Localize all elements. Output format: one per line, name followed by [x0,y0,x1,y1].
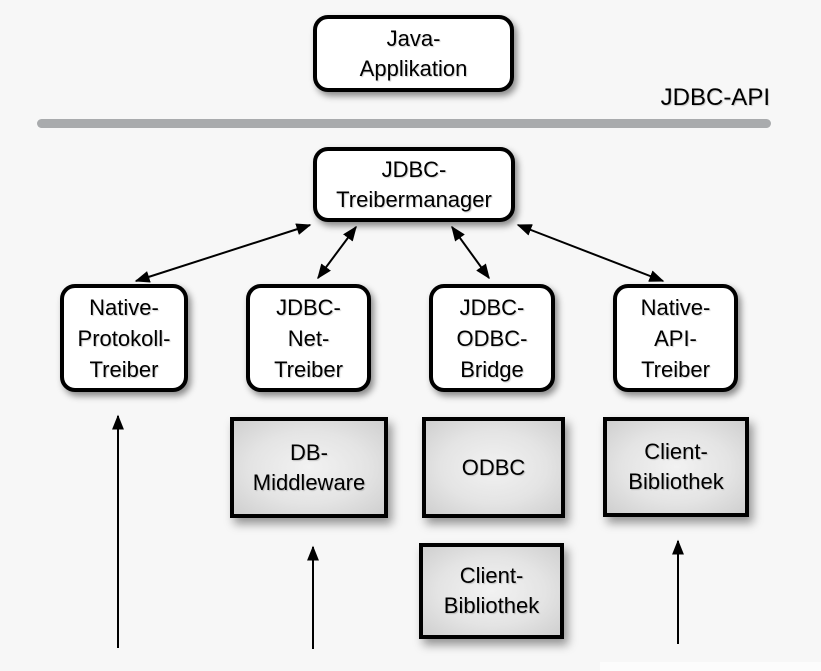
node-label: JDBC- Treibermanager [336,156,492,212]
node-label: ODBC [461,454,526,480]
partial-element-bottom-right [600,662,821,671]
arrow-treibermanager-native-protokoll [134,223,312,283]
node-label: Client- Bibliothek [628,439,724,494]
node-native-protokoll-treiber: Native- Protokoll- Treiber [60,284,188,392]
node-jdbc-odbc-bridge: JDBC- ODBC- Bridge [429,284,555,392]
node-label: Client- Bibliothek [443,563,540,618]
node-jdbc-treibermanager: JDBC- Treibermanager [313,147,515,222]
node-client-bibliothek-odbc: Client- Bibliothek [419,543,564,639]
node-label: Java- Applikation [359,25,468,81]
node-db-middleware: DB- Middleware [230,417,388,518]
node-java-applikation: Java- Applikation [313,15,514,92]
node-label: Native- Protokoll- Treiber [77,294,171,382]
jdbc-api-divider-line [37,119,771,128]
arrow-treibermanager-native-api [516,224,665,282]
node-label: DB- Middleware [252,439,366,495]
node-label: Native- API- Treiber [640,294,711,382]
arrow-treibermanager-jdbc-net [317,225,357,280]
node-client-bibliothek-native: Client- Bibliothek [603,417,749,517]
arrow-treibermanager-jdbc-odbc [451,225,490,280]
node-odbc: ODBC [422,417,565,518]
node-label: JDBC- ODBC- Bridge [456,294,528,382]
node-jdbc-net-treiber: JDBC- Net- Treiber [246,284,371,392]
node-label: JDBC- Net- Treiber [274,294,343,382]
jdbc-api-label: JDBC-API [660,84,770,111]
node-native-api-treiber: Native- API- Treiber [613,284,738,392]
